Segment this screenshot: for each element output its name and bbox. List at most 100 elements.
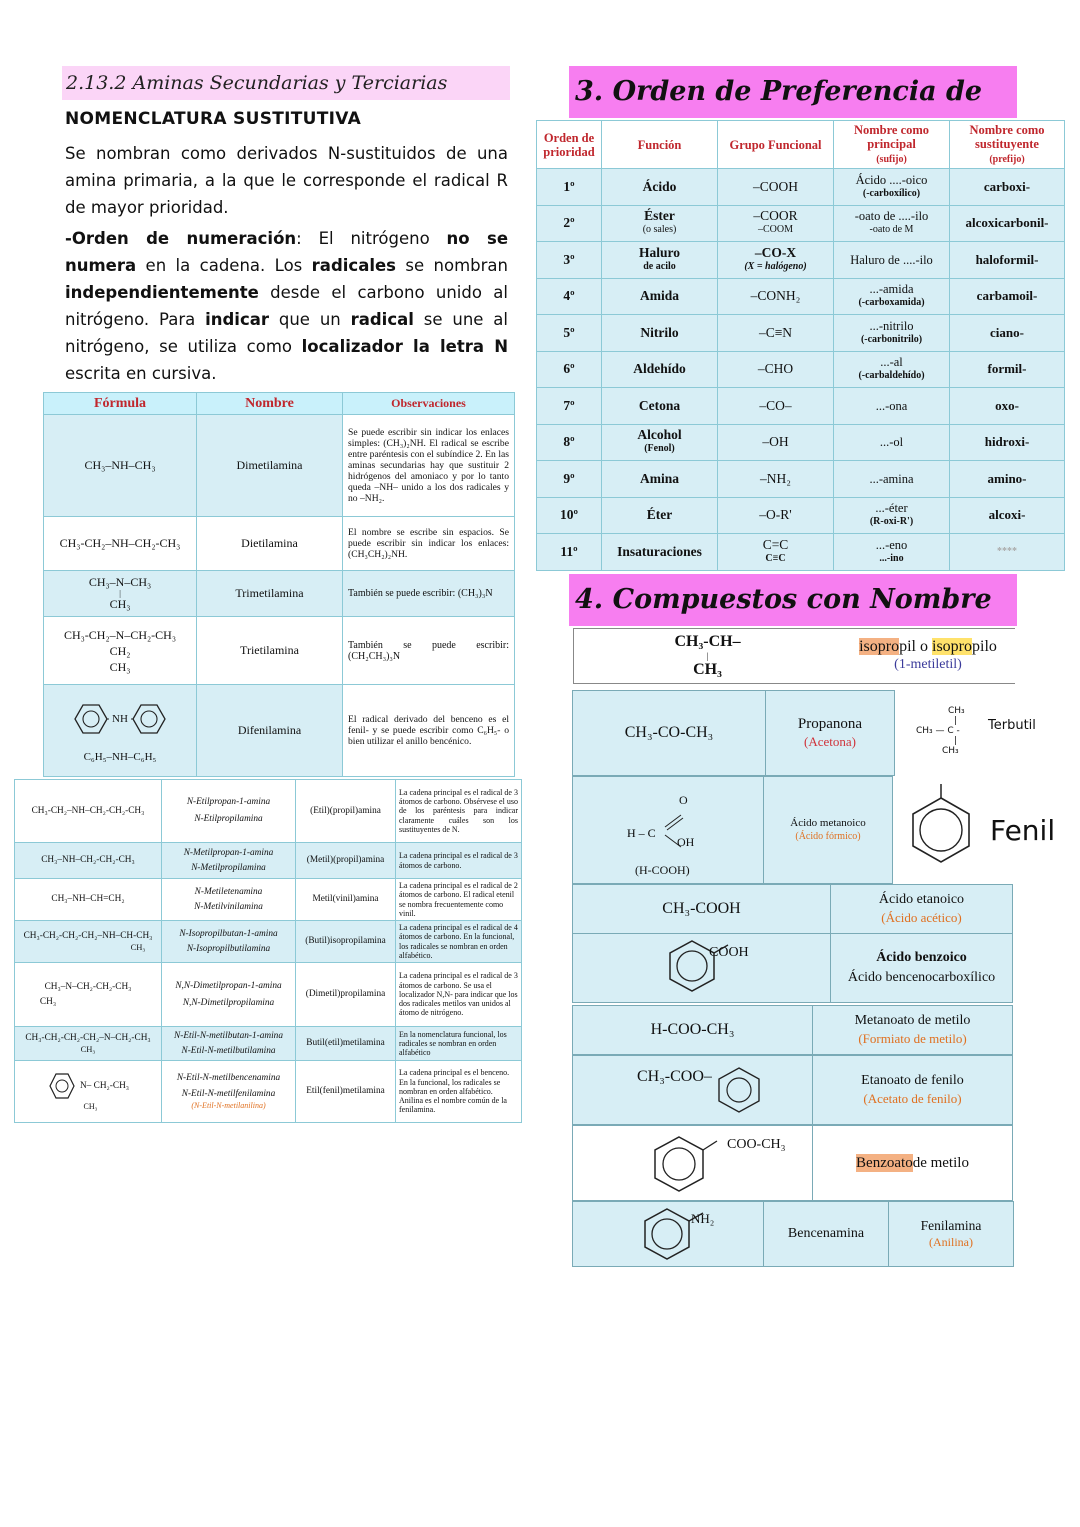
prefix-cell: ****	[949, 533, 1065, 571]
suffix-cell: ...-nitrilo(-carbonitrilo)	[833, 314, 950, 352]
rank-cell: 4º	[536, 277, 602, 315]
cell-subtext: (-carbaldehído)	[858, 370, 925, 382]
cell-text: –CHO	[757, 361, 794, 377]
fenil-label: Fenil	[990, 814, 1056, 847]
cell-text: ciano-	[990, 324, 1024, 340]
formula-line: CH₃	[130, 941, 146, 952]
suffix-cell: Haluro de ....-ilo	[833, 241, 950, 279]
iupac-name: N-Isopropilbutan-1-amina	[179, 928, 278, 939]
cell-text: Haluro	[638, 244, 680, 260]
cell-text: Éter	[646, 507, 673, 523]
benzene-ring-icon	[718, 1067, 760, 1113]
diphenylamine-structure-icon	[74, 703, 166, 734]
suffix-cell: ...-eno...-ino	[833, 533, 950, 571]
formula-line: CH₃	[109, 597, 131, 611]
benzene-ring-icon	[49, 1073, 75, 1099]
cell-text: ****	[997, 545, 1017, 557]
cell-text: 7º	[563, 397, 575, 413]
acetic-formula-cell: CH₃-COOH	[572, 884, 831, 934]
table-row: CH₃–N–CH₃ | CH₃ Trimetilamina También se…	[43, 570, 515, 617]
cell-text: 4º	[563, 288, 575, 304]
h-label: H – C	[627, 826, 656, 840]
obs-cell: La cadena principal es el radical de 3 á…	[395, 842, 522, 879]
cell-subtext: -oato de M	[869, 224, 914, 236]
formula-line: CH₃	[39, 996, 57, 1007]
col-header-group: Grupo Funcional	[717, 120, 834, 169]
common-name: (Formiato de metilo)	[858, 1031, 967, 1046]
formula-line: C₆H₅–NH–C₆H₅	[83, 750, 157, 763]
methylformate-formula-cell: H-COO-CH₃	[572, 1005, 813, 1055]
bond-line: |	[954, 736, 958, 746]
common-name: (Acetona)	[804, 734, 856, 749]
methylbenzoate-formula-cell: COO-CH₃	[572, 1125, 813, 1201]
cell-text: Ácido	[642, 178, 677, 194]
phenylacetate-name-cell: Etanoato de fenilo (Acetato de fenilo)	[812, 1055, 1013, 1125]
cell-subtext: (-carboxamida)	[858, 297, 925, 309]
header-text: Nombre como sustituyente	[969, 122, 1045, 151]
para-bold: -Orden de numeración	[65, 229, 297, 248]
para-text: en la cadena. Los	[136, 256, 312, 275]
col-header-function: Función	[601, 120, 718, 169]
cell-text: formil-	[987, 361, 1027, 377]
function-cell: Ácido	[601, 168, 718, 206]
alt-name: Ácido bencenocarboxílico	[847, 970, 996, 985]
function-cell: Amina	[601, 460, 718, 498]
header-text: Nombre como principal	[853, 122, 930, 151]
cell-text: Ácido ....-oico	[855, 172, 928, 187]
cell-text: –COOR	[753, 208, 798, 224]
cell-subtext: –COOM	[757, 224, 793, 236]
prefix-cell: hidroxi-	[949, 423, 1065, 461]
table-row: CH₃-CH₂–N–CH₂-CH₃ CH₂ CH₃ Trietilamina T…	[43, 616, 515, 685]
function-cell: Nitrilo	[601, 314, 718, 352]
common-name: (Acetato de fenilo)	[863, 1091, 962, 1106]
cell-text: 2º	[563, 215, 575, 231]
formula-line: CH₃-CH₂–N–CH₂-CH₃	[63, 627, 177, 642]
obs-cell: La cadena principal es el radical de 3 á…	[395, 779, 522, 843]
cell-text: C=C	[762, 536, 789, 552]
function-cell: Cetona	[601, 387, 718, 425]
alt-name: N-Metilvinilamina	[194, 901, 263, 912]
terbutil-structure: CH₃ | CH₃ — C - | CH₃	[916, 706, 976, 770]
function-cell: Éter	[601, 496, 718, 534]
group-cell: –CHO	[717, 350, 834, 388]
methylformate-name-cell: Metanoato de metilo (Formiato de metilo)	[812, 1005, 1013, 1055]
group-label: COOH	[709, 945, 749, 960]
cell-text: haloformil-	[975, 251, 1039, 267]
iupac-name: N-Metilpropan-1-amina	[183, 847, 274, 858]
benzoic-formula-cell: COOH	[572, 933, 831, 1003]
formula-cell: CH₃–N–CH₃ | CH₃	[43, 570, 197, 617]
iupac-name: Ácido etanoico	[878, 892, 965, 907]
prefix-cell: alcoxi-	[949, 496, 1065, 534]
suffix-cell: ...-al(-carbaldehído)	[833, 350, 950, 388]
cell-subtext: C≡C	[765, 552, 786, 564]
table-row: NH C₆H₅–NH–C₆H₅ Difenilamina El radical …	[43, 684, 515, 777]
obs-cell: También se puede escribir: (CH₃)₃N	[342, 570, 515, 617]
suffix-cell: ...-éter(R-oxi-R')	[833, 496, 950, 534]
cell-text: Amina	[639, 470, 679, 486]
section-2-subtitle: NOMENCLATURA SUSTITUTIVA	[65, 109, 362, 129]
priority-table: Orden de prioridad Función Grupo Funcion…	[536, 120, 1065, 571]
o-label: O	[679, 793, 688, 807]
cell-text: 10º	[560, 507, 578, 523]
aniline-structure-icon	[644, 1208, 704, 1260]
cell-text: alcoxi-	[988, 507, 1026, 523]
obs-cell: La cadena principal es el radical de 4 á…	[395, 920, 522, 963]
prefix-cell: oxo-	[949, 387, 1065, 425]
functional-name-cell: (Dimetil)propilamina	[295, 962, 396, 1027]
col-header-rank: Orden de prioridad	[536, 120, 602, 169]
para-text: escrita en cursiva.	[65, 364, 217, 383]
function-cell: Aldehído	[601, 350, 718, 388]
prefix-cell: carbamoil-	[949, 277, 1065, 315]
name-cell: Trimetilamina	[196, 570, 343, 617]
group-cell: –COOH	[717, 168, 834, 206]
formula-line: CH₃	[942, 746, 959, 756]
group-cell: –CONH₂	[717, 277, 834, 315]
